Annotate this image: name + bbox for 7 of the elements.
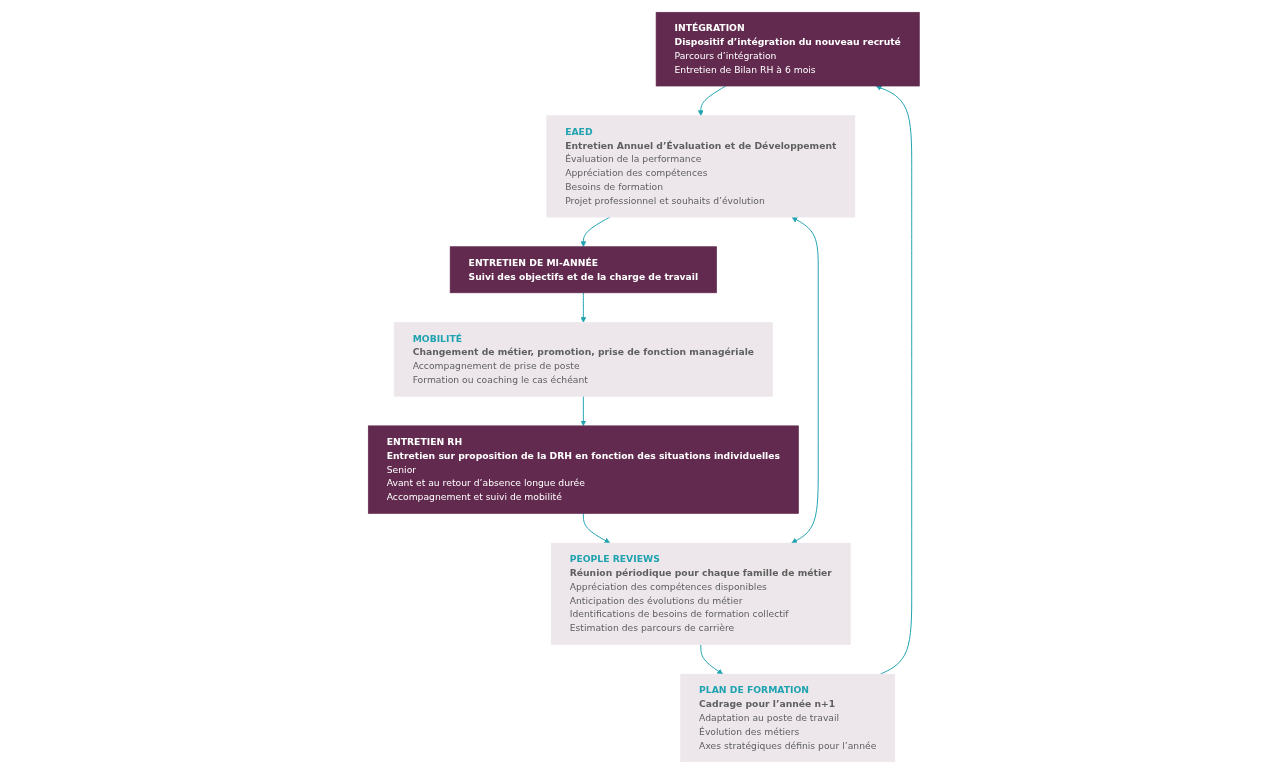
node-box: ENTRETIEN RH Entretien sur proposition de la DRH en fonction des situations individuelles Senior Avant et au retour d’absence longue durée Accompagnement et suivi de mobilité <box>367 425 799 514</box>
node-box: ENTRETIEN DE MI-ANNÉE Suivi des objectifs et de la charge de travail <box>449 246 717 294</box>
node-box: PLAN DE FORMATION Cadrage pour l’année n+1 Adaptation au poste de travail Évolution des métiers Axes stratégiques définis pour l’année <box>680 673 895 763</box>
node-box: INTÉGRATION Dispositif d’intégration du nouveau recruté Parcours d’intégration Entretien de Bilan RH à 6 mois <box>655 11 920 87</box>
node-box: PEOPLE REVIEWS Réunion périodique pour chaque famille de métier Appréciation des compétences disponibles Anticipation des évolutions du métier Identifications de besoins de formation collectif Estimation des parcours de carrière <box>550 542 851 645</box>
node-box: MOBILITÉ Changement de métier, promotion, prise de fonction managériale Accompagnement de prise de poste Formation ou coaching le cas échéant <box>393 322 773 397</box>
node-box: EAED Entretien Annuel d’Évaluation et de Développement Évaluation de la performance Appréciation des compétences Besoins de formation Projet professionnel et souhaits d’évolution <box>546 115 855 218</box>
